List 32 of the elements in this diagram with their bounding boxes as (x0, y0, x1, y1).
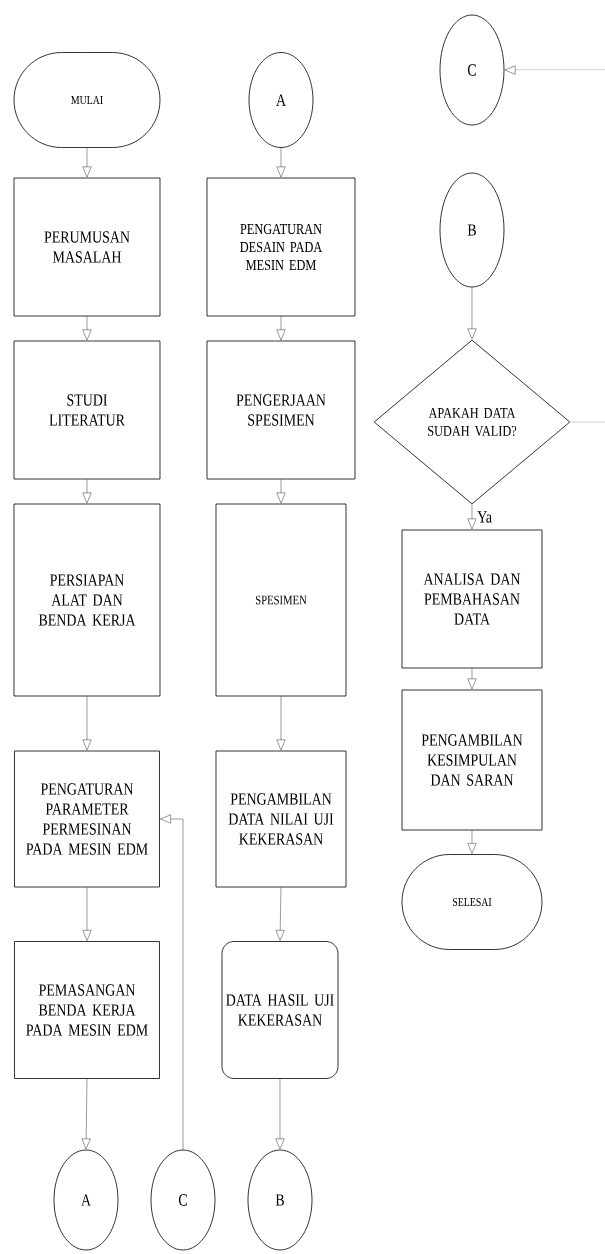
process-box: ANALISA DAN PEMBAHASAN DATA (401, 529, 543, 669)
process-box: PERUMUSAN MASALAH (13, 177, 161, 317)
rounded-box: DATA HASIL UJI KEKERASAN (221, 941, 339, 1079)
arrow (81, 1078, 91, 1150)
edge-label: Ya (476, 510, 494, 524)
process-box: PENGAMBILAN KESIMPULAN DAN SARAN (401, 689, 543, 831)
arrow (467, 830, 477, 854)
arrow (276, 147, 286, 178)
arrow (467, 287, 477, 340)
terminator: MULAI (13, 52, 161, 148)
arrow (160, 814, 184, 1150)
arrow (82, 147, 92, 178)
process-box: PENGAMBILAN DATA NILAI UJI KEKERASAN (215, 750, 347, 888)
arrow (275, 1078, 285, 1150)
process-box: PEMASANGAN BENDA KERJA PADA MESIN EDM (14, 941, 160, 1079)
process-box: PERSIAPAN ALAT DAN BENDA KERJA (13, 503, 161, 697)
process-box: SPESIMEN (215, 503, 347, 697)
arrow (82, 479, 92, 504)
arrow (276, 479, 286, 504)
process-box: PENGERJAAN SPESIMEN (206, 340, 356, 480)
arrow (82, 696, 92, 751)
process-box: STUDI LITERATUR (13, 340, 161, 480)
terminator: SELESAI (401, 854, 543, 950)
arrow (275, 887, 285, 941)
arrow (82, 316, 92, 341)
arrow (467, 668, 477, 690)
arrow (467, 504, 477, 530)
process-box: PENGATURAN DESAIN PADA MESIN EDM (206, 177, 356, 317)
process-box: PENGATURAN PARAMETER PERMESINAN PADA MESIN EDM (14, 750, 160, 888)
arrow (82, 887, 92, 941)
arrow (276, 696, 286, 751)
arrow (276, 316, 286, 341)
